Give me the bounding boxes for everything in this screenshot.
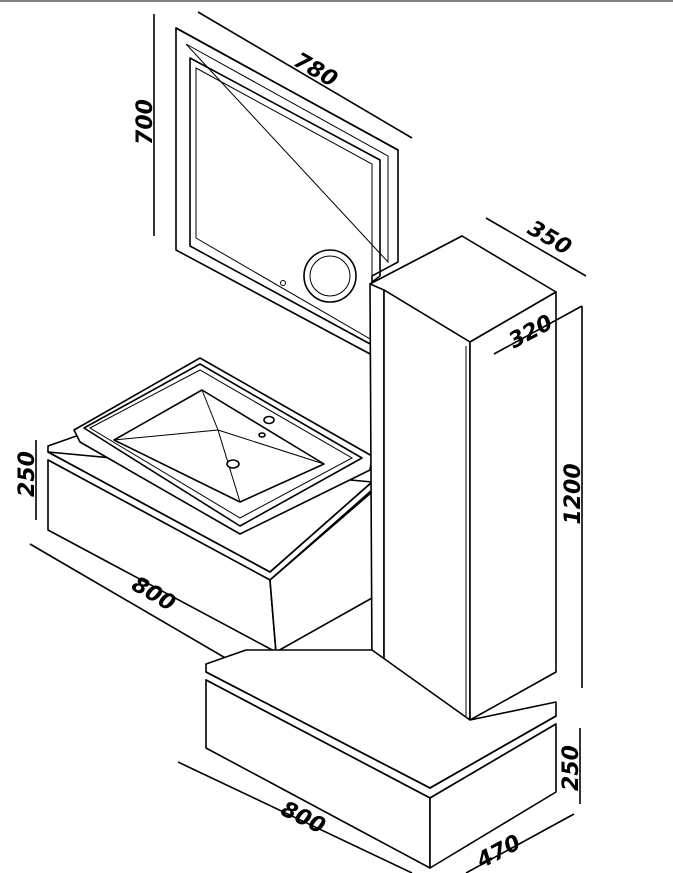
washbasin [73, 357, 373, 535]
dim-label-780: 780 [289, 48, 341, 93]
dimension-basin-unit-height: 250 [15, 440, 40, 520]
magnifying-mirror-icon [303, 249, 357, 303]
dim-label-700: 700 [133, 99, 158, 145]
dim-label-250-lower: 250 [559, 745, 584, 791]
dimension-mirror-height: 700 [133, 14, 158, 236]
wall-mirror [175, 27, 399, 356]
dim-label-1200: 1200 [561, 463, 586, 524]
tap-hole-icon [258, 415, 275, 438]
dim-label-250-upper: 250 [15, 451, 40, 497]
lower-cabinet [205, 649, 557, 869]
dimension-tall-cabinet-height: 1200 [561, 306, 586, 688]
dimension-lower-unit-height: 250 [559, 728, 584, 804]
sensor-dot [280, 280, 286, 286]
tall-cabinet [369, 235, 557, 721]
drain-icon [226, 459, 240, 469]
